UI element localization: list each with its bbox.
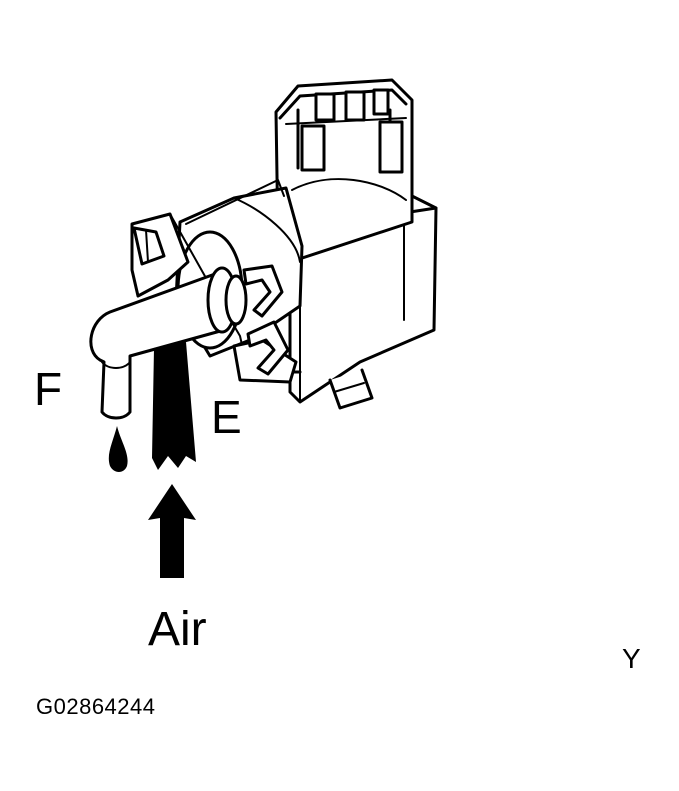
droplet-icon — [108, 426, 128, 472]
corner-mark: Y — [622, 643, 641, 674]
hose-clips — [242, 264, 290, 376]
air-flow-streaks — [152, 342, 196, 470]
port-f-pipe — [89, 266, 248, 420]
port-e-label: E — [211, 391, 242, 443]
port-f-label: F — [34, 363, 63, 415]
figure-code: G02864244 — [36, 694, 156, 719]
air-label: Air — [148, 603, 207, 656]
arrow-up-icon — [148, 484, 196, 578]
